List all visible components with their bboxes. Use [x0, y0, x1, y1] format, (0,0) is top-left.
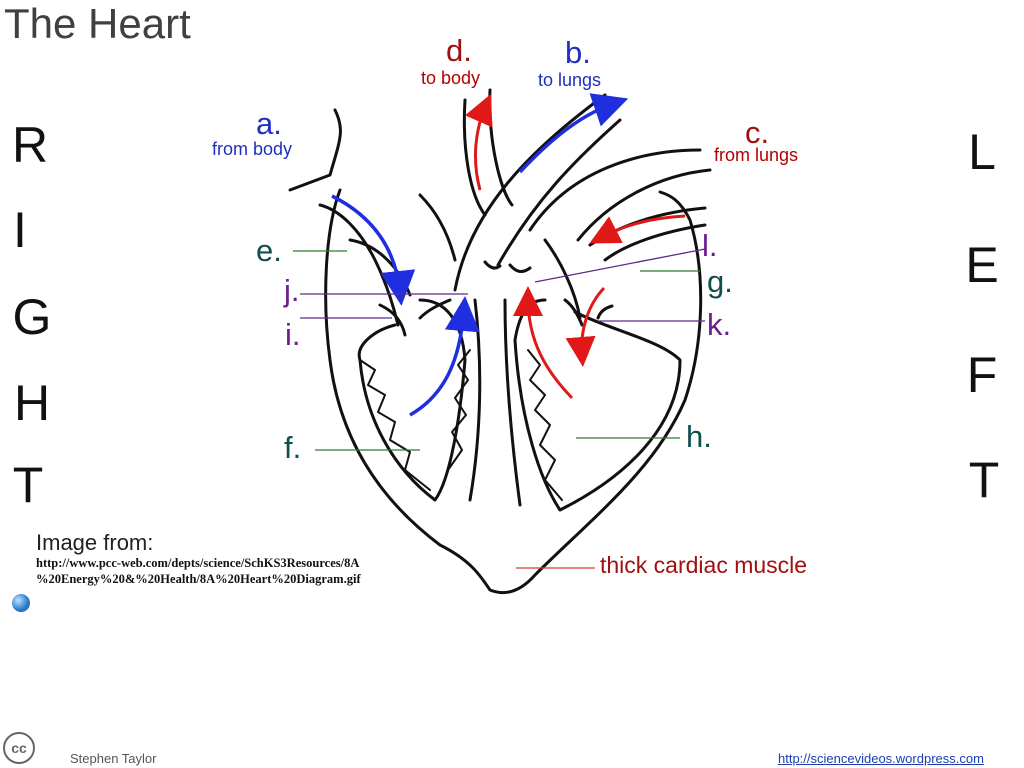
side-letter-e: E: [965, 237, 999, 293]
left-chamber-wall: [513, 298, 682, 512]
right-atrium-wall: [348, 193, 457, 297]
label-a-letter: a.: [256, 106, 282, 141]
source-heading: Image from:: [36, 530, 154, 555]
label-a-caption: from body: [212, 139, 293, 159]
flow-arrow-lv-to-aorta: [513, 286, 574, 400]
label-e: e.: [256, 233, 282, 268]
flow-arrow-from-lungs: [589, 214, 686, 244]
flow-arrow-to-lungs: [518, 93, 629, 174]
label-b-letter: b.: [565, 35, 591, 70]
label-l: l.: [702, 228, 718, 263]
left-ventricle-trabeculae: [527, 349, 563, 501]
vena-cava: [288, 108, 400, 327]
heart-outer-wall: [324, 188, 703, 595]
side-letter-t2: T: [968, 452, 1000, 508]
aorta: [462, 88, 514, 217]
source-url-line2: %20Energy%20&%20Health/8A%20Heart%20Diag…: [36, 572, 361, 586]
footer-author: Stephen Taylor: [70, 751, 157, 766]
label-k: k.: [707, 307, 732, 342]
footer-link[interactable]: http://sciencevideos.wordpress.com: [778, 751, 984, 766]
semilunar-valves: [483, 260, 532, 274]
label-j: j.: [284, 273, 300, 308]
globe-icon[interactable]: [12, 594, 30, 612]
pulmonary-vein: [528, 148, 712, 262]
flow-arrow-rv-to-pulmonary: [409, 296, 480, 417]
label-muscle: thick cardiac muscle: [600, 552, 808, 578]
label-i: i.: [285, 317, 301, 352]
page-title: The Heart: [4, 0, 191, 47]
label-c-caption: from lungs: [714, 145, 799, 165]
side-letter-r: R: [11, 117, 49, 173]
side-letter-g: G: [12, 289, 52, 345]
flow-arrow-to-body: [465, 94, 493, 191]
septum: [468, 298, 522, 507]
pulmonary-artery: [453, 93, 622, 292]
flow-arrow-la-to-lv: [565, 286, 606, 367]
right-ventricle-trabeculae: [359, 359, 431, 491]
creative-commons-icon: cc: [3, 732, 35, 764]
side-letter-f: F: [966, 347, 998, 403]
left-av-valve: [563, 298, 614, 327]
label-c-letter: c.: [745, 115, 770, 150]
side-letter-i: I: [13, 202, 27, 258]
flow-arrow-from-body: [331, 194, 416, 306]
label-h: h.: [686, 419, 712, 454]
label-b-caption: to lungs: [538, 70, 602, 90]
label-d-letter: d.: [446, 33, 472, 68]
label-d-caption: to body: [421, 68, 481, 88]
label-g: g.: [707, 264, 733, 299]
side-letter-t: T: [12, 457, 44, 513]
label-f: f.: [284, 430, 302, 465]
source-url-line1: http://www.pcc-web.com/depts/science/Sch…: [36, 556, 360, 570]
inner-septum-trabeculae: [447, 349, 471, 471]
side-letter-l: L: [968, 124, 996, 180]
side-letter-h: H: [13, 375, 51, 431]
pointer-l: [534, 248, 706, 283]
